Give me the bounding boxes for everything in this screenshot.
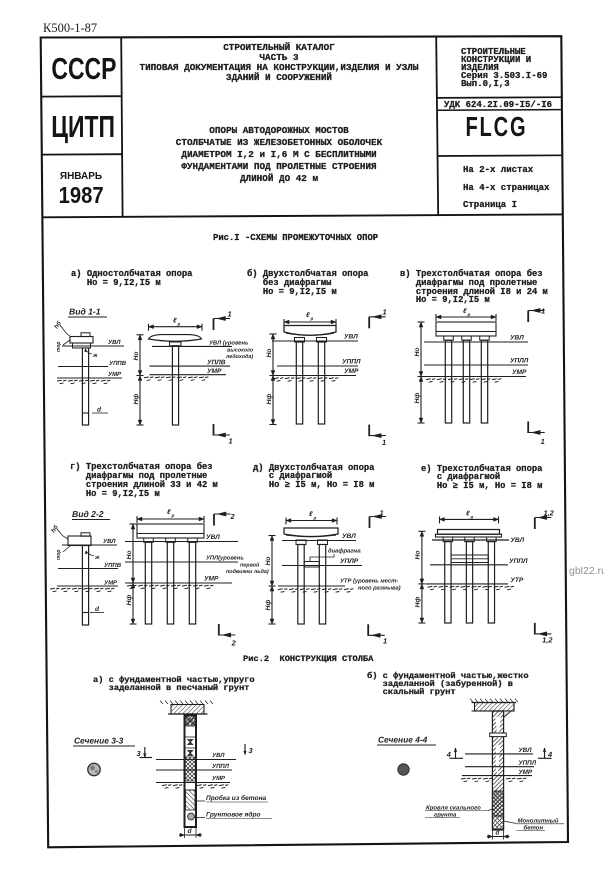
svg-text:УППВ: УППВ xyxy=(109,361,127,367)
svg-text:УМР: УМР xyxy=(344,368,359,375)
svg-text:1: 1 xyxy=(383,637,387,646)
svg-text:ℓ: ℓ xyxy=(305,312,310,319)
svg-text:1: 1 xyxy=(379,509,383,518)
svg-text:грунта: грунта xyxy=(434,813,457,819)
svg-text:ℓ: ℓ xyxy=(166,509,171,516)
svg-text:ж: ж xyxy=(92,353,98,359)
svg-text:Монолитный: Монолитный xyxy=(517,818,558,825)
svg-text:ледохода): ледохода) xyxy=(225,354,253,360)
svg-text:ℓ: ℓ xyxy=(308,511,313,518)
svg-text:2: 2 xyxy=(231,638,237,647)
svg-text:УМР: УМР xyxy=(512,369,527,376)
svg-text:1: 1 xyxy=(382,438,386,447)
svg-text:1: 1 xyxy=(541,307,545,316)
svg-text:p: p xyxy=(312,515,316,520)
svg-text:тор: тор xyxy=(56,550,62,561)
svg-text:первой: первой xyxy=(240,562,260,569)
svg-text:1: 1 xyxy=(227,310,231,319)
svg-text:Нф: Нф xyxy=(265,600,272,611)
svg-text:3: 3 xyxy=(248,746,253,755)
svg-text:1: 1 xyxy=(228,437,232,446)
svg-text:УМР: УМР xyxy=(104,581,118,587)
svg-text:Нф: Нф xyxy=(266,394,273,405)
svg-text:УМР: УМР xyxy=(518,769,533,776)
svg-text:УПЛВ: УПЛВ xyxy=(207,359,226,366)
svg-text:УППЛ: УППЛ xyxy=(342,359,361,366)
svg-text:Сечение 4-4: Сечение 4-4 xyxy=(378,735,428,745)
svg-text:1: 1 xyxy=(541,437,545,446)
svg-text:d: d xyxy=(95,606,100,613)
svg-text:Нф: Нф xyxy=(414,393,421,404)
svg-text:Сечение 3-3: Сечение 3-3 xyxy=(74,736,124,746)
svg-text:1: 1 xyxy=(382,308,386,317)
svg-text:Пробка из бетона: Пробка из бетона xyxy=(206,794,267,802)
svg-text:УВЛ: УВЛ xyxy=(103,539,116,545)
svg-text:УТР (уровень мест-: УТР (уровень мест- xyxy=(340,579,398,585)
svg-text:ж: ж xyxy=(94,555,100,561)
svg-text:Вид 1-1: Вид 1-1 xyxy=(69,307,101,317)
svg-text:Но: Но xyxy=(126,550,133,559)
svg-text:УВЛ: УВЛ xyxy=(518,747,532,754)
svg-text:Но: Но xyxy=(265,556,272,565)
svg-text:hб: hб xyxy=(50,524,60,534)
svg-text:УВЛ: УВЛ xyxy=(342,533,356,540)
svg-text:УМР: УМР xyxy=(207,368,222,375)
svg-text:УППЛ: УППЛ xyxy=(212,764,230,770)
svg-text:4: 4 xyxy=(547,750,552,759)
svg-text:диафрагма: диафрагма xyxy=(328,548,361,555)
svg-text:УППВ: УППВ xyxy=(104,563,122,569)
svg-text:d: d xyxy=(495,830,499,837)
svg-text:УВЛ: УВЛ xyxy=(212,753,225,759)
svg-text:1,2: 1,2 xyxy=(543,509,554,518)
svg-text:УМР: УМР xyxy=(204,576,219,583)
svg-text:УМР: УМР xyxy=(212,776,226,782)
svg-text:d: d xyxy=(97,407,102,414)
svg-text:4: 4 xyxy=(446,750,451,759)
svg-text:УПЛЛ: УПЛЛ xyxy=(510,358,529,365)
svg-text:ℓ: ℓ xyxy=(465,510,470,517)
svg-text:УТР: УТР xyxy=(510,577,523,584)
svg-text:УВЛ (уровень: УВЛ (уровень xyxy=(209,341,249,347)
svg-text:p: p xyxy=(170,513,174,518)
svg-text:ного размыва): ного размыва) xyxy=(358,586,401,592)
svg-text:p: p xyxy=(466,312,470,317)
svg-text:ℓ: ℓ xyxy=(462,308,467,315)
svg-text:Нф: Нф xyxy=(126,595,133,606)
svg-text:УМР: УМР xyxy=(108,372,122,378)
svg-text:УВЛ: УВЛ xyxy=(510,335,524,342)
svg-text:2: 2 xyxy=(229,512,235,521)
svg-text:УВЛ: УВЛ xyxy=(344,334,358,341)
svg-text:p: p xyxy=(469,514,473,519)
svg-text:Вид 2-2: Вид 2-2 xyxy=(72,509,104,519)
svg-text:УППЛ: УППЛ xyxy=(509,558,528,565)
svg-text:УВЛ: УВЛ xyxy=(108,340,121,346)
svg-text:ℓ: ℓ xyxy=(172,317,177,324)
svg-text:Нф: Нф xyxy=(415,597,422,608)
svg-text:Но: Но xyxy=(133,351,140,360)
svg-text:подвижки льда): подвижки льда) xyxy=(226,569,269,575)
svg-text:Но: Но xyxy=(414,347,421,356)
svg-text:d: d xyxy=(187,828,192,835)
svg-text:p: p xyxy=(309,316,313,321)
svg-text:высокого: высокого xyxy=(227,348,254,354)
svg-text:hб: hб xyxy=(53,320,63,330)
svg-text:УПЛ(уровень: УПЛ(уровень xyxy=(206,556,244,562)
svg-text:УВЛ: УВЛ xyxy=(510,537,524,544)
svg-text:УВЛ: УВЛ xyxy=(206,534,220,541)
svg-text:бетон: бетон xyxy=(523,825,543,832)
svg-text:Кровля скального: Кровля скального xyxy=(426,806,481,812)
svg-text:УПЛР: УПЛР xyxy=(340,558,359,565)
svg-text:3: 3 xyxy=(136,749,141,758)
svg-text:Нф: Нф xyxy=(133,394,140,405)
svg-text:УППЛ: УППЛ xyxy=(518,760,536,767)
svg-text:Но: Но xyxy=(266,348,273,357)
svg-text:Но: Но xyxy=(415,550,422,559)
svg-text:тор: тор xyxy=(56,342,62,353)
svg-text:Грунтовое ядро: Грунтовое ядро xyxy=(206,811,261,819)
svg-text:1,2: 1,2 xyxy=(542,636,553,645)
svg-text:p: p xyxy=(176,321,180,326)
